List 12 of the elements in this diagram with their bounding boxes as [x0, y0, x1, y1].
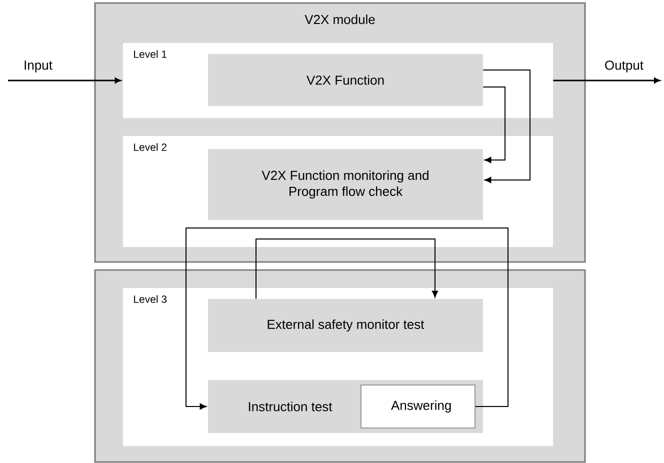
process-box: V2X Function monitoring and Program flow check: [208, 149, 483, 220]
arrow: [8, 78, 121, 84]
arrow: [256, 238, 438, 300]
process-box: Answering: [360, 384, 476, 428]
arrow: [553, 78, 660, 84]
process-box: External safety monitor test: [208, 299, 483, 352]
process-box: V2X Function: [208, 54, 483, 106]
edge-label: Input: [24, 60, 52, 72]
arrow: [482, 86, 506, 164]
edge-label: Output: [605, 60, 644, 72]
arrow: [186, 228, 508, 410]
arrow: [482, 70, 530, 184]
